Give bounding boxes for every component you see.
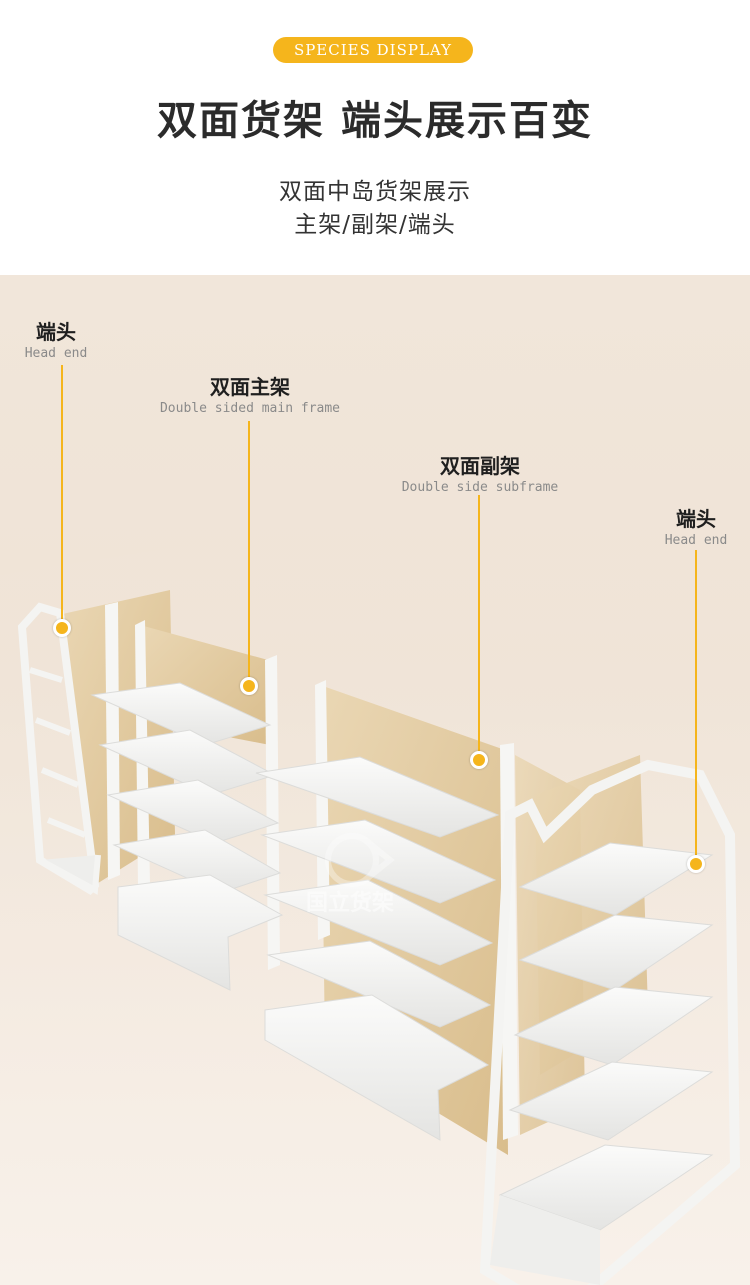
sub-frame-cn: 双面副架 (440, 454, 520, 478)
main-frame-cn: 双面主架 (210, 375, 290, 399)
head-end-right-label: 端头 Head end (650, 503, 742, 548)
sub-frame-en: Double side subframe (401, 480, 559, 495)
head-end-left-en: Head end (24, 346, 88, 361)
sub-frame-dot (470, 751, 488, 769)
sub-frame-pointer (478, 495, 480, 757)
sub-frame-label: 双面副架 Double side subframe (385, 450, 575, 495)
subtitle-line-2: 主架/副架/端头 (294, 212, 456, 238)
main-frame-dot (240, 677, 258, 695)
head-end-left-cn: 端头 (36, 320, 76, 344)
shelf-display-scene: 国立货架 端头 Head end 双面主架 Double sided main … (0, 275, 750, 1285)
head-end-left-label: 端头 Head end (10, 316, 102, 361)
shelf-illustration: 国立货架 (0, 455, 750, 1285)
page-title: 双面货架 端头展示百变 (157, 98, 593, 144)
main-frame-label: 双面主架 Double sided main frame (140, 371, 360, 416)
head-end-right-cn: 端头 (676, 507, 716, 531)
main-frame-en: Double sided main frame (159, 401, 340, 416)
watermark-text: 国立货架 (306, 890, 394, 916)
head-end-right-en: Head end (664, 533, 728, 548)
species-display-badge: SPECIES DISPLAY (273, 37, 473, 63)
main-frame-shelf (90, 620, 284, 991)
right-head-end-shelf (479, 755, 741, 1285)
main-frame-pointer (248, 421, 250, 677)
header-section: SPECIES DISPLAY 双面货架 端头展示百变 双面中岛货架展示 主架/… (0, 0, 750, 275)
watermark-logo (325, 833, 395, 887)
head-end-left-pointer (61, 365, 63, 621)
head-end-right-pointer (695, 550, 697, 860)
subtitle-line-1: 双面中岛货架展示 (279, 179, 471, 205)
head-end-left-dot (53, 619, 71, 637)
head-end-right-dot (687, 855, 705, 873)
